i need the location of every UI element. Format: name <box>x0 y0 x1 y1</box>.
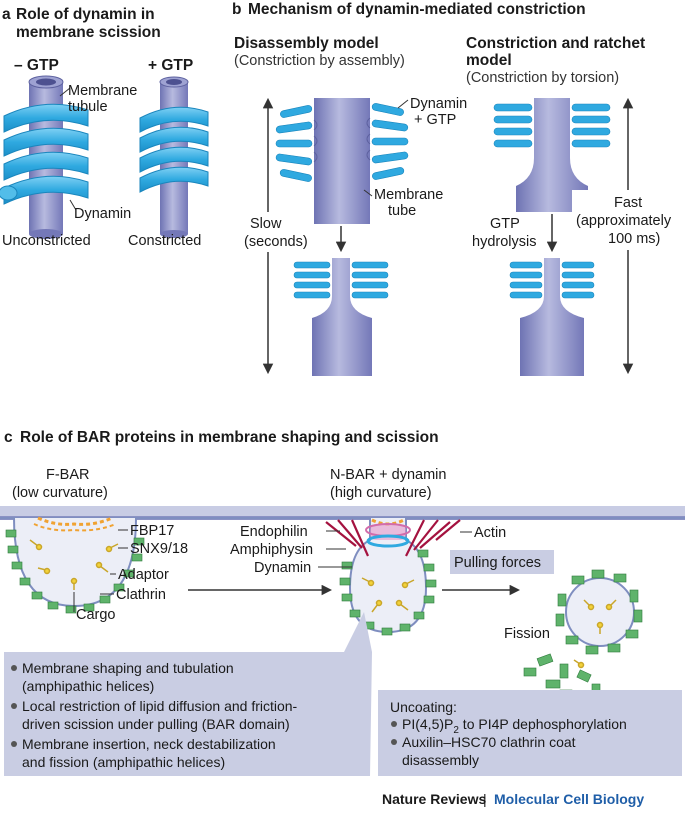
ratchet-tube-initial <box>493 98 611 212</box>
fission-label: Fission <box>504 626 550 642</box>
fbar-label-line2: (low curvature) <box>12 485 108 501</box>
dynamin-gtp-label-line2: + GTP <box>414 112 456 128</box>
pulling-forces-label: Pulling forces <box>454 555 541 571</box>
uncoating-box <box>378 690 682 776</box>
disassembly-model-title: Disassembly model <box>234 35 379 52</box>
nbar-label-line1: N-BAR + dynamin <box>330 467 446 483</box>
nbar-label-line2: (high curvature) <box>330 485 432 501</box>
panel-c-letter: c <box>4 429 13 446</box>
gtp-hydrolysis-label-line2: hydrolysis <box>472 234 536 250</box>
footer-separator: | <box>483 791 487 807</box>
panel-b-letter: b <box>232 1 241 18</box>
actin-label: Actin <box>474 525 506 541</box>
unconstricted-dynamin-tube <box>0 75 89 239</box>
fbar-shallow-pit <box>5 516 145 614</box>
panel-b-title: Mechanism of dynamin-mediated constricti… <box>248 1 586 18</box>
panel-c-title: Role of BAR proteins in membrane shaping… <box>20 429 439 446</box>
slow-label-line1: Slow <box>250 216 282 232</box>
constricted-dynamin-tube <box>139 76 209 238</box>
disassembly-tube-constricted <box>293 258 389 376</box>
snx9-label: SNX9/18 <box>130 541 188 557</box>
actin-filaments <box>325 519 461 557</box>
uncoating-title: Uncoating: <box>390 699 457 715</box>
panel-a-title-line1: Role of dynamin in <box>16 6 155 23</box>
panel-a: a Role of dynamin in membrane scission –… <box>0 6 209 249</box>
fast-label-line3: 100 ms) <box>608 231 660 247</box>
cargo-label: Cargo <box>76 607 116 623</box>
membrane-tube-label-line2: tube <box>388 203 416 219</box>
slow-label-line2: (seconds) <box>244 234 308 250</box>
panel-a-letter: a <box>2 6 11 23</box>
uncoating-bullet-1-part-a: PI(4,5)P <box>402 716 453 732</box>
disassembly-tube-initial <box>275 98 409 224</box>
uncoating-bullet-1: PI(4,5)P2 to PI4P dephosphorylation <box>402 716 627 736</box>
minus-gtp-label: – GTP <box>14 57 59 74</box>
constricted-label: Constricted <box>128 233 201 249</box>
adaptor-label: Adaptor <box>118 567 169 583</box>
bar-bullet-2-line2: driven scission under pulling (BAR domai… <box>22 716 290 732</box>
uncoating-bullet-1-subscript: 2 <box>453 725 459 736</box>
clathrin-label: Clathrin <box>116 587 166 603</box>
panel-a-title-line2: membrane scission <box>16 24 161 41</box>
nbar-deep-pit <box>325 518 461 636</box>
amphiphysin-label: Amphiphysin <box>230 542 313 558</box>
bar-bullet-3-line2: and fission (amphipathic helices) <box>22 754 225 770</box>
membrane-tube-label-line1: Membrane <box>374 187 443 203</box>
bar-bullet-1-line2: (amphipathic helices) <box>22 678 154 694</box>
gtp-hydrolysis-label-line1: GTP <box>490 216 520 232</box>
plus-gtp-label: + GTP <box>148 57 193 74</box>
membrane-tubule-label-line2: tubule <box>68 99 108 115</box>
bar-bullet-3-line1: Membrane insertion, neck destabilization <box>22 736 276 752</box>
bar-bullet-2-line1: Local restriction of lipid diffusion and… <box>22 698 298 714</box>
coated-vesicle <box>555 569 643 655</box>
fbar-label-line1: F-BAR <box>46 467 90 483</box>
panel-b: b Mechanism of dynamin-mediated constric… <box>232 1 684 376</box>
bar-functions-box <box>4 612 372 776</box>
disassembly-model-subtitle: (Constriction by assembly) <box>234 53 405 69</box>
fast-label-line1: Fast <box>614 195 642 211</box>
ratchet-model-title-line2: model <box>466 52 512 69</box>
fbp17-label: FBP17 <box>130 523 174 539</box>
footer-subject: Molecular Cell Biology <box>494 791 644 807</box>
footer: Nature Reviews | Molecular Cell Biology <box>382 791 644 807</box>
footer-journal: Nature Reviews <box>382 791 486 807</box>
ratchet-model-title-line1: Constriction and ratchet <box>466 35 645 52</box>
panel-c: c Role of BAR proteins in membrane shapi… <box>0 429 685 810</box>
bar-bullet-1-line1: Membrane shaping and tubulation <box>22 660 234 676</box>
endophilin-label: Endophilin <box>240 524 308 540</box>
unconstricted-label: Unconstricted <box>2 233 91 249</box>
membrane-tubule-label-line1: Membrane <box>68 83 137 99</box>
ratchet-model-subtitle: (Constriction by torsion) <box>466 70 619 86</box>
pulling-forces-box <box>450 550 554 574</box>
uncoating-bullet-2-line2: disassembly <box>402 752 479 768</box>
uncoating-bullet-2-line1: Auxilin–HSC70 clathrin coat <box>402 734 576 750</box>
ratchet-tube-constricted <box>509 258 595 376</box>
uncoating-bullet-1-part-b: to PI4P dephosphorylation <box>459 716 627 732</box>
fast-label-line2: (approximately <box>576 213 672 229</box>
dynamin-gtp-label-line1: Dynamin <box>410 96 467 112</box>
dynamin-label-c: Dynamin <box>254 560 311 576</box>
dynamin-label-a: Dynamin <box>74 206 131 222</box>
